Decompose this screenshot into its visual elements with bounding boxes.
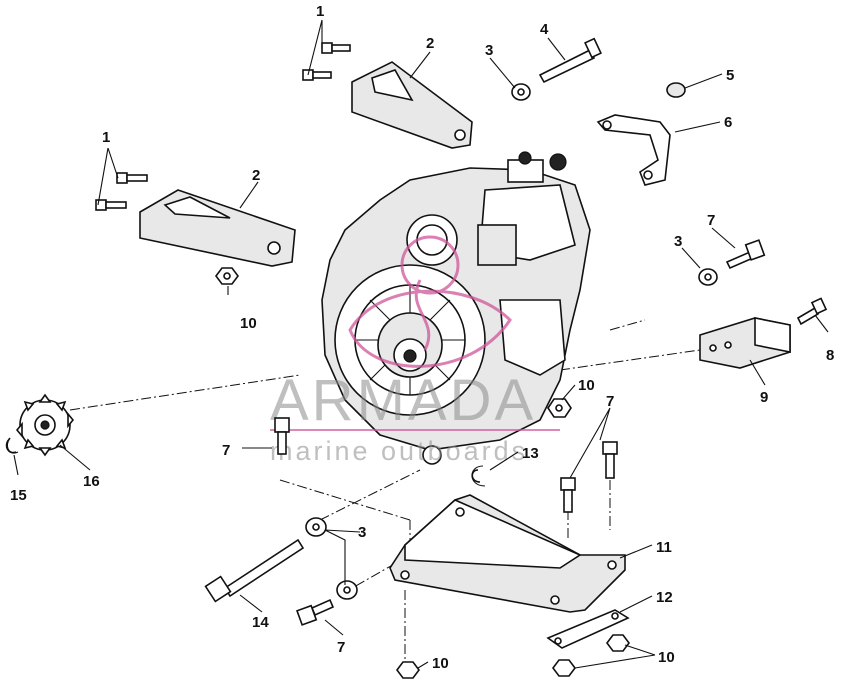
callout-5: 5 <box>726 67 734 84</box>
callout-3-right: 3 <box>674 233 682 250</box>
callout-6: 6 <box>724 114 732 131</box>
engine-bracket-part-2-upper <box>351 61 473 149</box>
bolt-part-7-lower-pair <box>560 441 618 513</box>
callout-2-left: 2 <box>252 167 260 184</box>
callout-1-left: 1 <box>102 129 110 146</box>
callout-9: 9 <box>760 389 768 406</box>
callout-10-bottom-right: 10 <box>658 649 675 666</box>
sprocket-part-16 <box>15 393 75 457</box>
plate-part-12 <box>546 609 630 649</box>
washer-part-3-right <box>698 268 718 286</box>
callout-7-bottom: 7 <box>337 639 345 656</box>
mount-block-part-9 <box>699 317 791 369</box>
bolt-part-1-left <box>95 172 148 211</box>
callout-16: 16 <box>83 473 100 490</box>
gearbox-housing <box>321 151 591 465</box>
watermark-tagline: marine outboards <box>270 436 528 466</box>
washer-part-3-upper <box>511 83 531 101</box>
cap-part-5 <box>666 82 686 98</box>
callout-leaders <box>13 19 829 669</box>
callout-2-upper: 2 <box>426 35 434 52</box>
engine-bracket-part-2-left <box>139 189 296 267</box>
clip-bracket-part-6 <box>596 114 671 186</box>
callout-3-upper: 3 <box>485 42 493 59</box>
callout-numbers: 1 2 3 4 5 6 1 2 10 7 3 8 9 10 7 7 13 15 … <box>10 3 834 672</box>
callout-10-mid: 10 <box>578 377 595 394</box>
callout-7-lower: 7 <box>606 393 614 410</box>
snap-ring-part-15 <box>5 437 19 454</box>
nut-part-10-mid <box>547 398 572 418</box>
long-bolt-part-4 <box>538 37 602 84</box>
bolt-part-7-left <box>274 417 290 455</box>
nut-part-10-bottom <box>396 634 630 679</box>
callout-7-left: 7 <box>222 442 230 459</box>
callout-11: 11 <box>656 539 672 556</box>
callout-4: 4 <box>540 21 549 38</box>
callout-15: 15 <box>10 487 27 504</box>
long-bolt-part-14 <box>204 538 305 603</box>
callout-8: 8 <box>826 347 834 364</box>
bolt-part-7-bottom <box>296 598 335 626</box>
callout-10-bottom-left: 10 <box>432 655 449 672</box>
callout-10-left: 10 <box>240 315 257 332</box>
watermark-brand: ARMADA <box>270 368 536 433</box>
callout-1-upper: 1 <box>316 3 324 20</box>
mount-plate-part-11 <box>389 494 626 613</box>
washer-part-3-lower <box>305 517 358 600</box>
callout-3-lower: 3 <box>358 524 366 541</box>
nut-part-10-left <box>215 267 239 285</box>
callout-12: 12 <box>656 589 673 606</box>
callout-14: 14 <box>252 614 269 631</box>
bolt-part-7-right <box>725 239 766 270</box>
bolt-part-8 <box>796 297 828 326</box>
watermark-logo <box>348 235 512 368</box>
bolt-part-1-upper <box>302 42 351 81</box>
callout-13: 13 <box>522 445 539 462</box>
callout-7-right: 7 <box>707 212 715 229</box>
clip-part-13 <box>471 465 486 487</box>
